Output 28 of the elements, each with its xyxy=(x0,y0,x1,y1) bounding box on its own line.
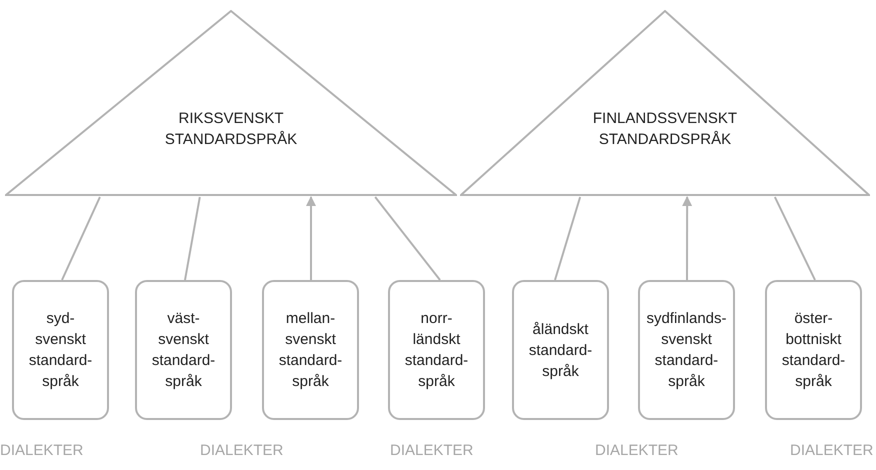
box-label: norr- ländskt standard- språk xyxy=(404,309,468,392)
connector-line xyxy=(374,196,441,281)
connector-line xyxy=(184,196,201,280)
rounded-box xyxy=(135,280,232,420)
rounded-box xyxy=(765,280,862,420)
arrow xyxy=(682,196,692,280)
triangle-label: FINLANDSSVENSKT STANDARDSPRÅK xyxy=(592,109,738,150)
rounded-box xyxy=(262,280,359,420)
category-label: DIALEKTER xyxy=(790,441,874,461)
category-label: DIALEKTER xyxy=(200,441,284,461)
rounded-box xyxy=(388,280,485,420)
connector-line xyxy=(554,196,582,280)
category-label: DIALEKTER xyxy=(0,441,84,461)
category-label: DIALEKTER xyxy=(595,441,678,461)
box-label: mellan- svenskt standard- språk xyxy=(278,309,342,392)
rounded-box xyxy=(512,280,609,420)
box-label: syd- svenskt standard- språk xyxy=(28,309,92,392)
connector-line xyxy=(61,196,101,280)
rounded-box xyxy=(12,280,109,420)
category-label: DIALEKTER xyxy=(390,441,474,461)
arrow xyxy=(306,196,316,280)
box-label: väst- svenskt standard- språk xyxy=(152,309,216,392)
box-label: åländskt standard- språk xyxy=(528,320,592,382)
box-label: öster- bottniskt standard- språk xyxy=(782,309,846,392)
rounded-box xyxy=(638,280,735,420)
box-label: sydfinlands- svenskt standard- språk xyxy=(646,309,727,392)
connector-line xyxy=(774,196,816,280)
triangle-label: RIKSSVENSKT STANDARDSPRÅK xyxy=(164,109,298,150)
